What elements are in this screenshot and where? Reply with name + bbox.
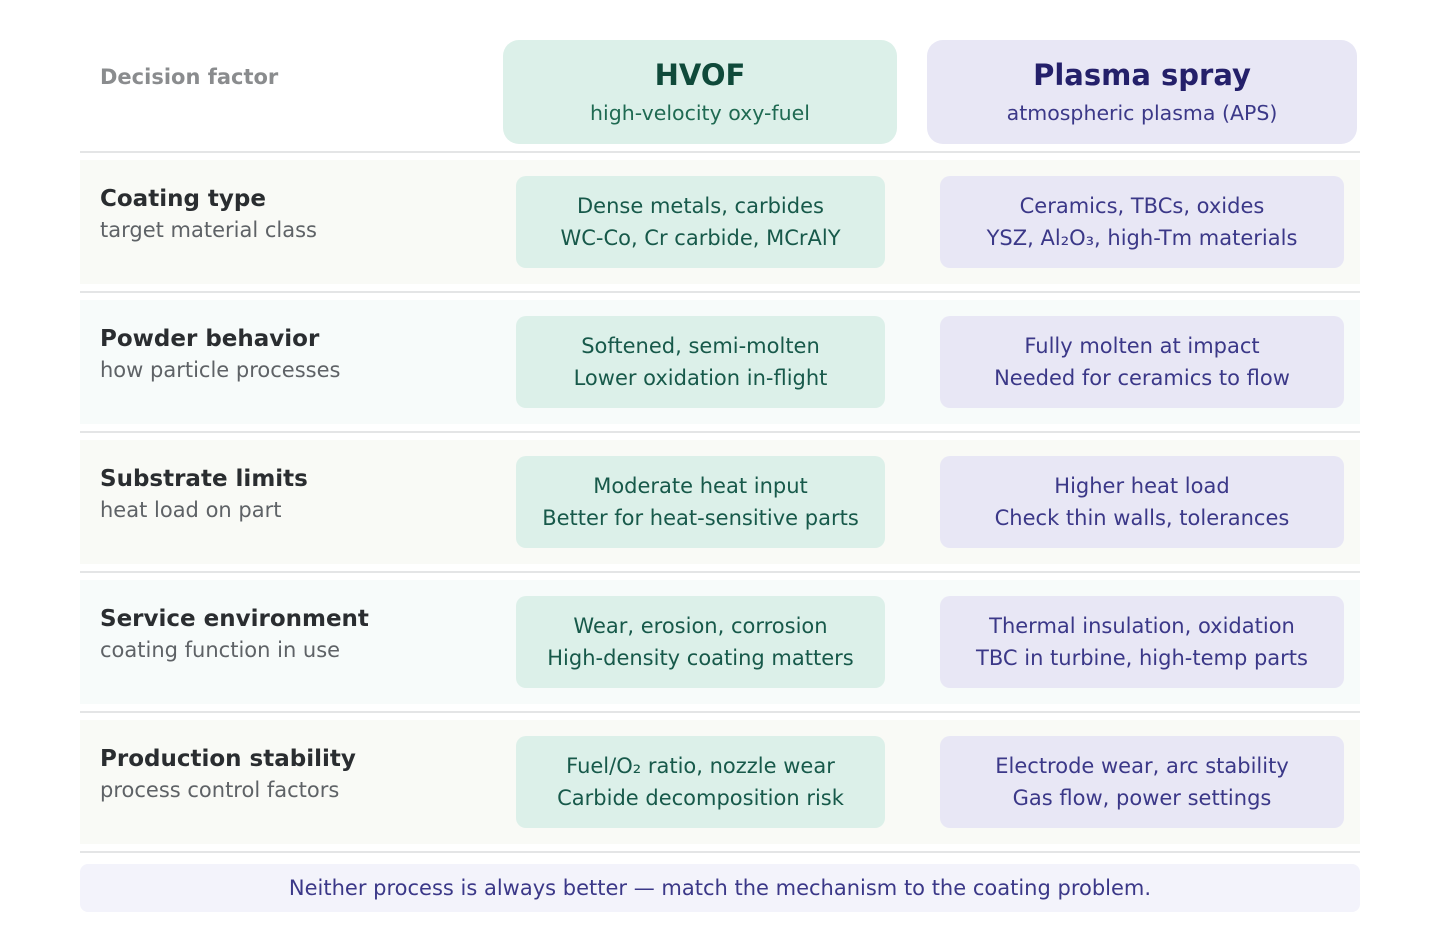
row-substrate-limits: Substrate limits heat load on part Moder… [80, 440, 1360, 564]
plasma-cell: Ceramics, TBCs, oxides YSZ, Al₂O₃, high-… [940, 176, 1344, 268]
plasma-cell: Higher heat load Check thin walls, toler… [940, 456, 1344, 548]
plasma-cell: Fully molten at impact Needed for cerami… [940, 316, 1344, 408]
plasma-subtitle: atmospheric plasma (APS) [1006, 101, 1278, 125]
plasma-title: Plasma spray [1033, 58, 1251, 92]
divider [80, 291, 1360, 293]
divider [80, 851, 1360, 853]
hvof-cell-line: WC-Co, Cr carbide, MCrAlY [560, 226, 841, 250]
footer-note: Neither process is always better — match… [80, 864, 1360, 912]
row-label: Coating type [100, 186, 266, 212]
row-label: Powder behavior [100, 326, 320, 352]
row-label: Service environment [100, 606, 369, 632]
decision-factor-heading: Decision factor [100, 65, 279, 89]
hvof-cell-line: Moderate heat input [593, 474, 808, 498]
divider [80, 711, 1360, 713]
hvof-title: HVOF [654, 58, 746, 92]
plasma-cell-line: Electrode wear, arc stability [995, 754, 1289, 778]
hvof-cell-line: Better for heat-sensitive parts [542, 506, 859, 530]
hvof-cell-line: High-density coating matters [547, 646, 854, 670]
row-production-stability: Production stability process control fac… [80, 720, 1360, 844]
plasma-cell-line: YSZ, Al₂O₃, high-Tm materials [986, 226, 1298, 250]
row-sublabel: heat load on part [100, 498, 282, 522]
row-sublabel: coating function in use [100, 638, 341, 662]
hvof-cell: Dense metals, carbides WC-Co, Cr carbide… [516, 176, 885, 268]
hvof-cell-line: Dense metals, carbides [577, 194, 824, 218]
row-coating-type: Coating type target material class Dense… [80, 160, 1360, 284]
plasma-cell-line: Thermal insulation, oxidation [989, 614, 1295, 638]
row-label: Production stability [100, 746, 356, 772]
row-service-environment: Service environment coating function in … [80, 580, 1360, 704]
hvof-cell: Moderate heat input Better for heat-sens… [516, 456, 885, 548]
row-powder-behavior: Powder behavior how particle processes S… [80, 300, 1360, 424]
hvof-subtitle: high-velocity oxy-fuel [590, 101, 810, 125]
hvof-cell-line: Lower oxidation in-flight [573, 366, 828, 390]
divider [80, 571, 1360, 573]
plasma-cell-line: Check thin walls, tolerances [994, 506, 1290, 530]
row-sublabel: process control factors [100, 778, 340, 802]
plasma-cell-line: Gas flow, power settings [1012, 786, 1272, 810]
hvof-column-header: HVOF high-velocity oxy-fuel [503, 40, 897, 144]
plasma-cell-line: Fully molten at impact [1024, 334, 1260, 358]
divider [80, 151, 1360, 153]
header-row: Decision factor HVOF high-velocity oxy-f… [80, 40, 1360, 144]
plasma-cell: Electrode wear, arc stability Gas flow, … [940, 736, 1344, 828]
hvof-cell: Softened, semi-molten Lower oxidation in… [516, 316, 885, 408]
hvof-cell-line: Softened, semi-molten [581, 334, 820, 358]
hvof-cell-line: Wear, erosion, corrosion [573, 614, 828, 638]
hvof-cell-line: Fuel/O₂ ratio, nozzle wear [566, 754, 835, 778]
plasma-column-header: Plasma spray atmospheric plasma (APS) [927, 40, 1357, 144]
hvof-cell: Fuel/O₂ ratio, nozzle wear Carbide decom… [516, 736, 885, 828]
row-sublabel: how particle processes [100, 358, 341, 382]
plasma-cell-line: Needed for ceramics to flow [994, 366, 1290, 390]
row-sublabel: target material class [100, 218, 317, 242]
row-label: Substrate limits [100, 466, 308, 492]
plasma-cell-line: TBC in turbine, high-temp parts [976, 646, 1308, 670]
hvof-cell-line: Carbide decomposition risk [557, 786, 844, 810]
plasma-cell-line: Ceramics, TBCs, oxides [1019, 194, 1265, 218]
divider [80, 431, 1360, 433]
hvof-cell: Wear, erosion, corrosion High-density co… [516, 596, 885, 688]
plasma-cell: Thermal insulation, oxidation TBC in tur… [940, 596, 1344, 688]
plasma-cell-line: Higher heat load [1054, 474, 1230, 498]
